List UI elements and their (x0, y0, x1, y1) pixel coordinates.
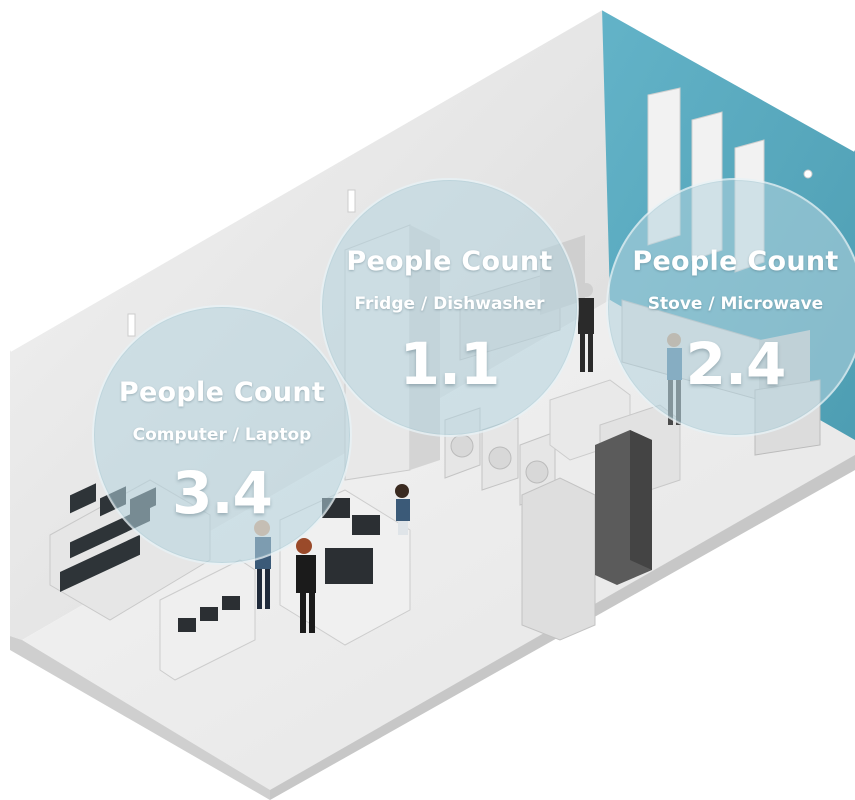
zone-area-label: Computer / Laptop (132, 425, 312, 445)
zone-title: People Count (346, 246, 553, 277)
zone-bubble-computer-laptop: People Count Computer / Laptop 3.4 (92, 305, 352, 565)
tall-fridges (521, 430, 652, 641)
zone-title: People Count (632, 246, 839, 277)
zone-area-label: Fridge / Dishwasher (354, 294, 545, 314)
zone-people-count: 2.4 (685, 330, 787, 398)
person-2 (296, 538, 316, 633)
washer-doors (450, 434, 549, 484)
ceiling-lights (127, 169, 813, 337)
zone-bubble-fridge-dishwasher: People Count Fridge / Dishwasher 1.1 (320, 178, 579, 437)
zone-area-label: Stove / Microwave (647, 294, 824, 314)
person-3 (395, 484, 410, 535)
zone-title: People Count (118, 377, 326, 408)
floor-edge-left (10, 636, 270, 800)
person-4 (578, 283, 594, 372)
zone-people-count: 1.1 (399, 330, 501, 398)
zone-bubble-stove-microwave: People Count Stove / Microwave 2.4 (606, 178, 855, 437)
zone-people-count: 3.4 (172, 459, 273, 527)
